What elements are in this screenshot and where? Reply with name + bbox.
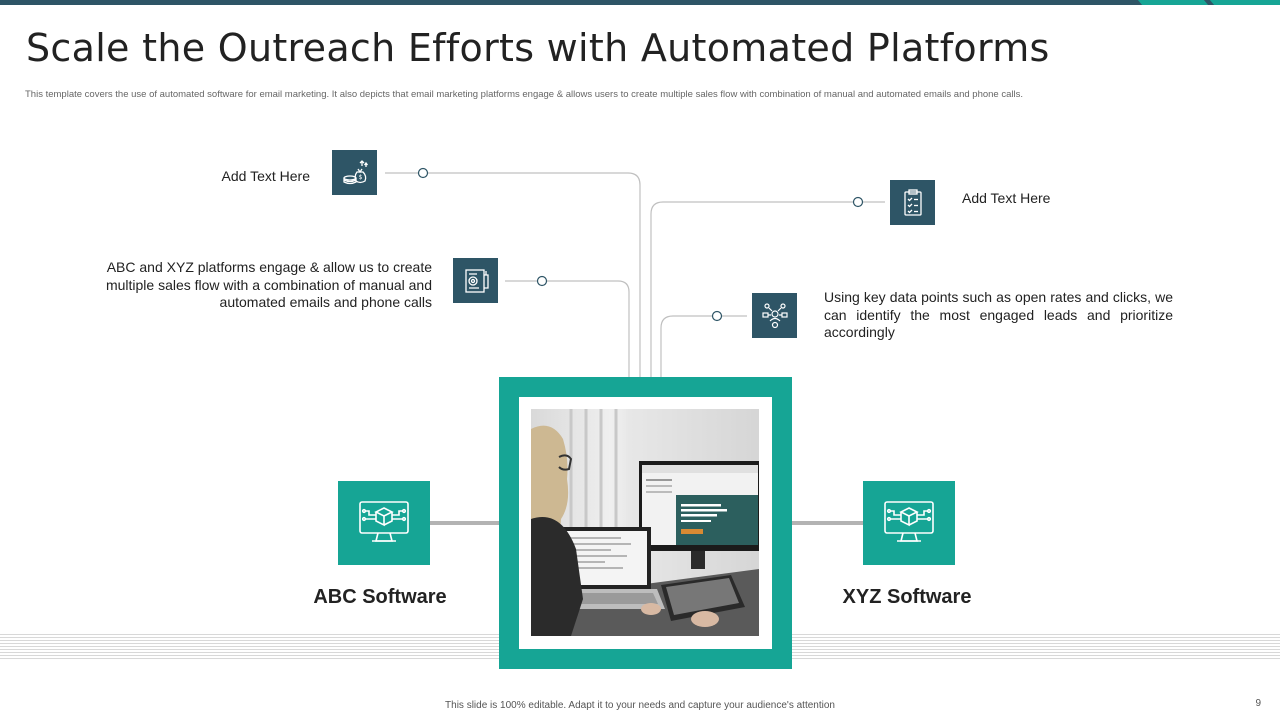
money-bag-icon: $ [342, 159, 368, 184]
center-photo-frame [499, 377, 792, 669]
monitor-cube-icon [359, 501, 409, 542]
footer-note: This slide is 100% editable. Adapt it to… [445, 700, 835, 711]
connector-dot [536, 275, 548, 287]
settings-document-icon [464, 268, 489, 293]
monitor-cube-icon [884, 501, 934, 542]
item-icon-box-top-left: $ [332, 150, 377, 195]
item-icon-box-mid-right [752, 293, 797, 338]
network-person-icon [761, 302, 788, 328]
page-number: 9 [1255, 698, 1261, 709]
abc-software-label: ABC Software [313, 586, 447, 608]
item-text-top-left: Add Text Here [221, 168, 310, 184]
xyz-software-icon-box [863, 481, 955, 565]
top-accent-bar [0, 0, 1280, 5]
connector-dot [711, 310, 723, 322]
photo-person-laptop [531, 409, 759, 636]
item-text-mid-right: Using key data points such as open rates… [824, 289, 1173, 340]
item-text-mid-left: ABC and XYZ platforms engage & allow us … [105, 259, 432, 310]
checklist-icon [903, 188, 922, 216]
page-subtitle: This template covers the use of automate… [25, 89, 1024, 100]
item-icon-box-top-right [890, 180, 935, 225]
abc-software-icon-box [338, 481, 430, 565]
xyz-software-label: XYZ Software [842, 586, 972, 608]
connector-dot [417, 167, 429, 179]
item-icon-box-mid-left [453, 258, 498, 303]
svg-text:$: $ [358, 174, 362, 181]
photo-mat [519, 397, 772, 649]
page-title: Scale the Outreach Efforts with Automate… [26, 26, 1050, 70]
connector-dot [852, 196, 864, 208]
software-connector [792, 521, 863, 525]
software-connector [429, 521, 499, 525]
item-text-top-right: Add Text Here [962, 190, 1051, 206]
